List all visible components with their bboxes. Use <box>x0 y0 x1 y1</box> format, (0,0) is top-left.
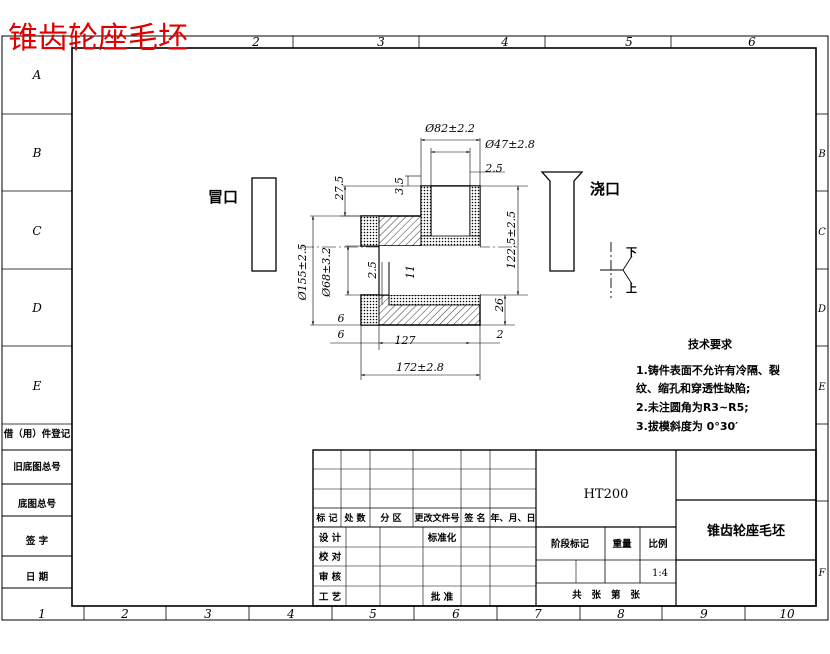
dim-w2-5-top: 2.5 <box>484 162 503 175</box>
side-table-cell: 借（用）件登记 <box>3 428 71 440</box>
parting-line-symbol <box>600 242 633 298</box>
rev-header: 更改文件号 <box>414 512 459 524</box>
side-table-cell: 日 期 <box>26 571 48 583</box>
gate-label: 浇口 <box>590 180 620 198</box>
zone-col-top: 2 <box>251 35 260 49</box>
side-table-cell: 签 字 <box>25 535 49 547</box>
rev-header: 签 名 <box>463 512 485 524</box>
dimension-lines <box>310 138 528 380</box>
dim-h2-5-mid: 2.5 <box>366 261 379 280</box>
dim-w2: 2 <box>496 328 504 341</box>
dim-h27-5: 27.5 <box>333 176 346 202</box>
sign-row: 审 核 <box>319 571 342 583</box>
riser-shape <box>251 177 277 272</box>
zone-strip-top <box>71 36 672 48</box>
technical-requirements: 技术要求 1.铸件表面不允许有冷隔、裂 纹、缩孔和穿透性缺陷; 2.未注圆角为R… <box>636 337 780 433</box>
zone-row-left: D <box>31 301 42 315</box>
title-overlay: 锥齿轮座毛坯 <box>8 21 188 56</box>
zone-row-right: F <box>818 568 827 579</box>
title-block-grid <box>312 449 817 607</box>
sheets-label: 共 张 第 张 <box>572 589 640 601</box>
side-table-cell: 底图总号 <box>17 498 57 510</box>
rev-header: 处 数 <box>343 512 366 524</box>
outer-frame <box>1 35 829 621</box>
dimension-texts: Ø82±2.2 Ø47±2.8 2.5 122.5±2.5 26 2 Ø155±… <box>296 122 535 374</box>
cross-section <box>300 185 520 326</box>
sign-row: 校 对 <box>319 551 342 563</box>
dim-w6: 6 <box>338 312 345 325</box>
zone-strip-right <box>816 113 828 502</box>
weight-label: 重量 <box>612 538 632 550</box>
zone-row-left: E <box>32 379 42 393</box>
material: HT200 <box>584 487 629 502</box>
scale-label: 比例 <box>648 538 667 550</box>
zone-col-bottom: 8 <box>617 607 625 621</box>
zone-col-bottom: 2 <box>120 607 129 621</box>
zone-col-bottom: 3 <box>204 607 212 621</box>
rev-header: 标 记 <box>315 512 337 524</box>
standardize-label: 标准化 <box>427 532 457 544</box>
zone-col-bottom: 1 <box>38 607 46 621</box>
side-table-text: 借（用）件登记 旧底图总号 底图总号 签 字 日 期 <box>3 428 71 583</box>
zone-col-bottom: 6 <box>452 607 460 621</box>
dim-h11: 11 <box>404 265 417 279</box>
dim-d155: Ø155±2.5 <box>296 244 309 302</box>
riser-label: 冒口 <box>208 188 238 206</box>
dim-w172: 172±2.8 <box>396 361 444 374</box>
dim-h3-5: 3.5 <box>393 177 406 195</box>
tech-req-line: 2.未注圆角为R3~R5; <box>636 400 749 414</box>
zone-strip-bottom <box>83 606 746 620</box>
tech-req-title: 技术要求 <box>688 337 733 351</box>
zone-col-top: 3 <box>377 35 385 49</box>
zone-row-right: D <box>817 304 826 315</box>
part-name: 锥齿轮座毛坯 <box>707 523 785 539</box>
zone-row-right: E <box>817 382 826 393</box>
side-table <box>2 449 72 589</box>
zone-strip-left <box>2 113 72 425</box>
zone-row-right: C <box>818 227 826 238</box>
zone-col-bottom: 5 <box>369 607 377 621</box>
gate-shape <box>540 171 584 272</box>
dim-w6-small: 6 <box>338 328 345 341</box>
dim-d47: Ø47±2.8 <box>484 138 535 151</box>
approve-label: 批 准 <box>431 591 454 603</box>
zone-row-right: B <box>817 149 825 160</box>
tech-req-line: 1.铸件表面不允许有冷隔、裂 <box>636 363 780 377</box>
zone-col-bottom: 7 <box>534 607 542 621</box>
sign-row: 工 艺 <box>319 591 342 603</box>
zone-col-top: 4 <box>500 35 509 49</box>
zone-row-left: B <box>32 146 42 160</box>
stage-mark: 阶段标记 <box>551 538 590 550</box>
dim-h122-5: 122.5±2.5 <box>505 211 518 269</box>
dim-h26: 26 <box>493 298 506 313</box>
scale-value: 1:4 <box>652 568 668 579</box>
dim-w127: 127 <box>395 334 416 347</box>
zone-row-left: C <box>32 224 41 238</box>
direction-down: 下 <box>626 246 637 259</box>
title-block-text: HT200 锥齿轮座毛坯 标 记 处 数 分 区 更改文件号 签 名 年、月、日… <box>315 487 785 603</box>
zone-col-bottom: 4 <box>286 607 295 621</box>
zone-labels: 2 3 4 5 6 1 2 3 4 5 6 7 8 9 10 A B C D E… <box>31 35 826 621</box>
zone-col-top: 6 <box>748 35 756 49</box>
rev-header: 分 区 <box>380 512 401 524</box>
rev-header: 年、月、日 <box>490 512 535 524</box>
zone-col-bottom: 10 <box>779 607 795 621</box>
sign-row: 设 计 <box>319 532 342 544</box>
tech-req-line: 3.拔模斜度为 0°30′ <box>636 419 738 433</box>
zone-col-bottom: 9 <box>700 607 708 621</box>
direction-up: 上 <box>626 281 637 295</box>
zone-col-top: 5 <box>625 35 633 49</box>
zone-row-left: A <box>32 68 42 82</box>
dim-d68: Ø68±3.2 <box>320 247 333 298</box>
dim-d82: Ø82±2.2 <box>424 122 475 135</box>
tech-req-line: 纹、缩孔和穿透性缺陷; <box>636 381 750 395</box>
side-table-cell: 旧底图总号 <box>13 461 61 473</box>
